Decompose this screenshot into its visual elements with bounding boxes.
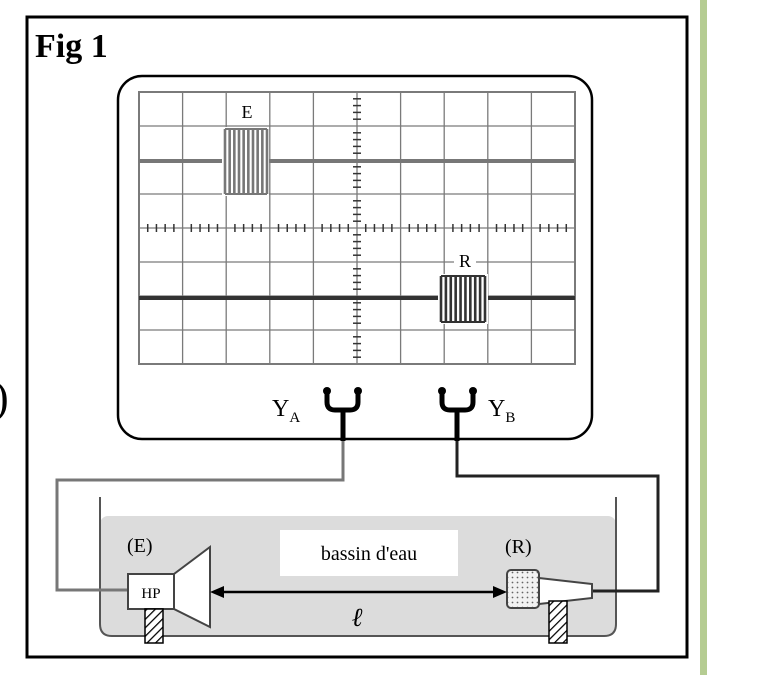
emitter-stand (144, 608, 164, 644)
distance-label: ℓ (352, 603, 363, 632)
side-strip-accent (700, 0, 707, 675)
distance-arrow (210, 586, 507, 598)
figure-title: Fig 1 (35, 28, 108, 65)
oscilloscope-screen: E R (138, 91, 576, 365)
emitter-label: (E) (127, 535, 153, 557)
trace-a-burst (223, 128, 269, 195)
trace-a-label-box (236, 101, 258, 121)
microphone (506, 569, 593, 609)
speaker-label: HP (141, 586, 160, 602)
input-label-b: YB (488, 396, 515, 426)
input-connector-b (438, 387, 477, 441)
receiver-label: (R) (505, 536, 532, 558)
trace-b-label: R (459, 251, 471, 271)
side-strip (700, 0, 780, 675)
basin-label-box (280, 530, 458, 576)
cable-channel-b (455, 441, 660, 593)
trace-b-label-box (454, 250, 476, 270)
input-connector-a (323, 387, 362, 441)
screen-axis-ticks (146, 98, 568, 358)
cable-channel-a (55, 441, 345, 592)
basin-walls (99, 497, 617, 637)
basin-label: bassin d'eau (321, 543, 417, 565)
margin-glyph: ) (0, 373, 9, 422)
input-label-a: YA (272, 396, 300, 426)
trace-a-label: E (242, 102, 253, 122)
receiver-stand (548, 600, 568, 644)
trace-b-burst (439, 275, 487, 323)
